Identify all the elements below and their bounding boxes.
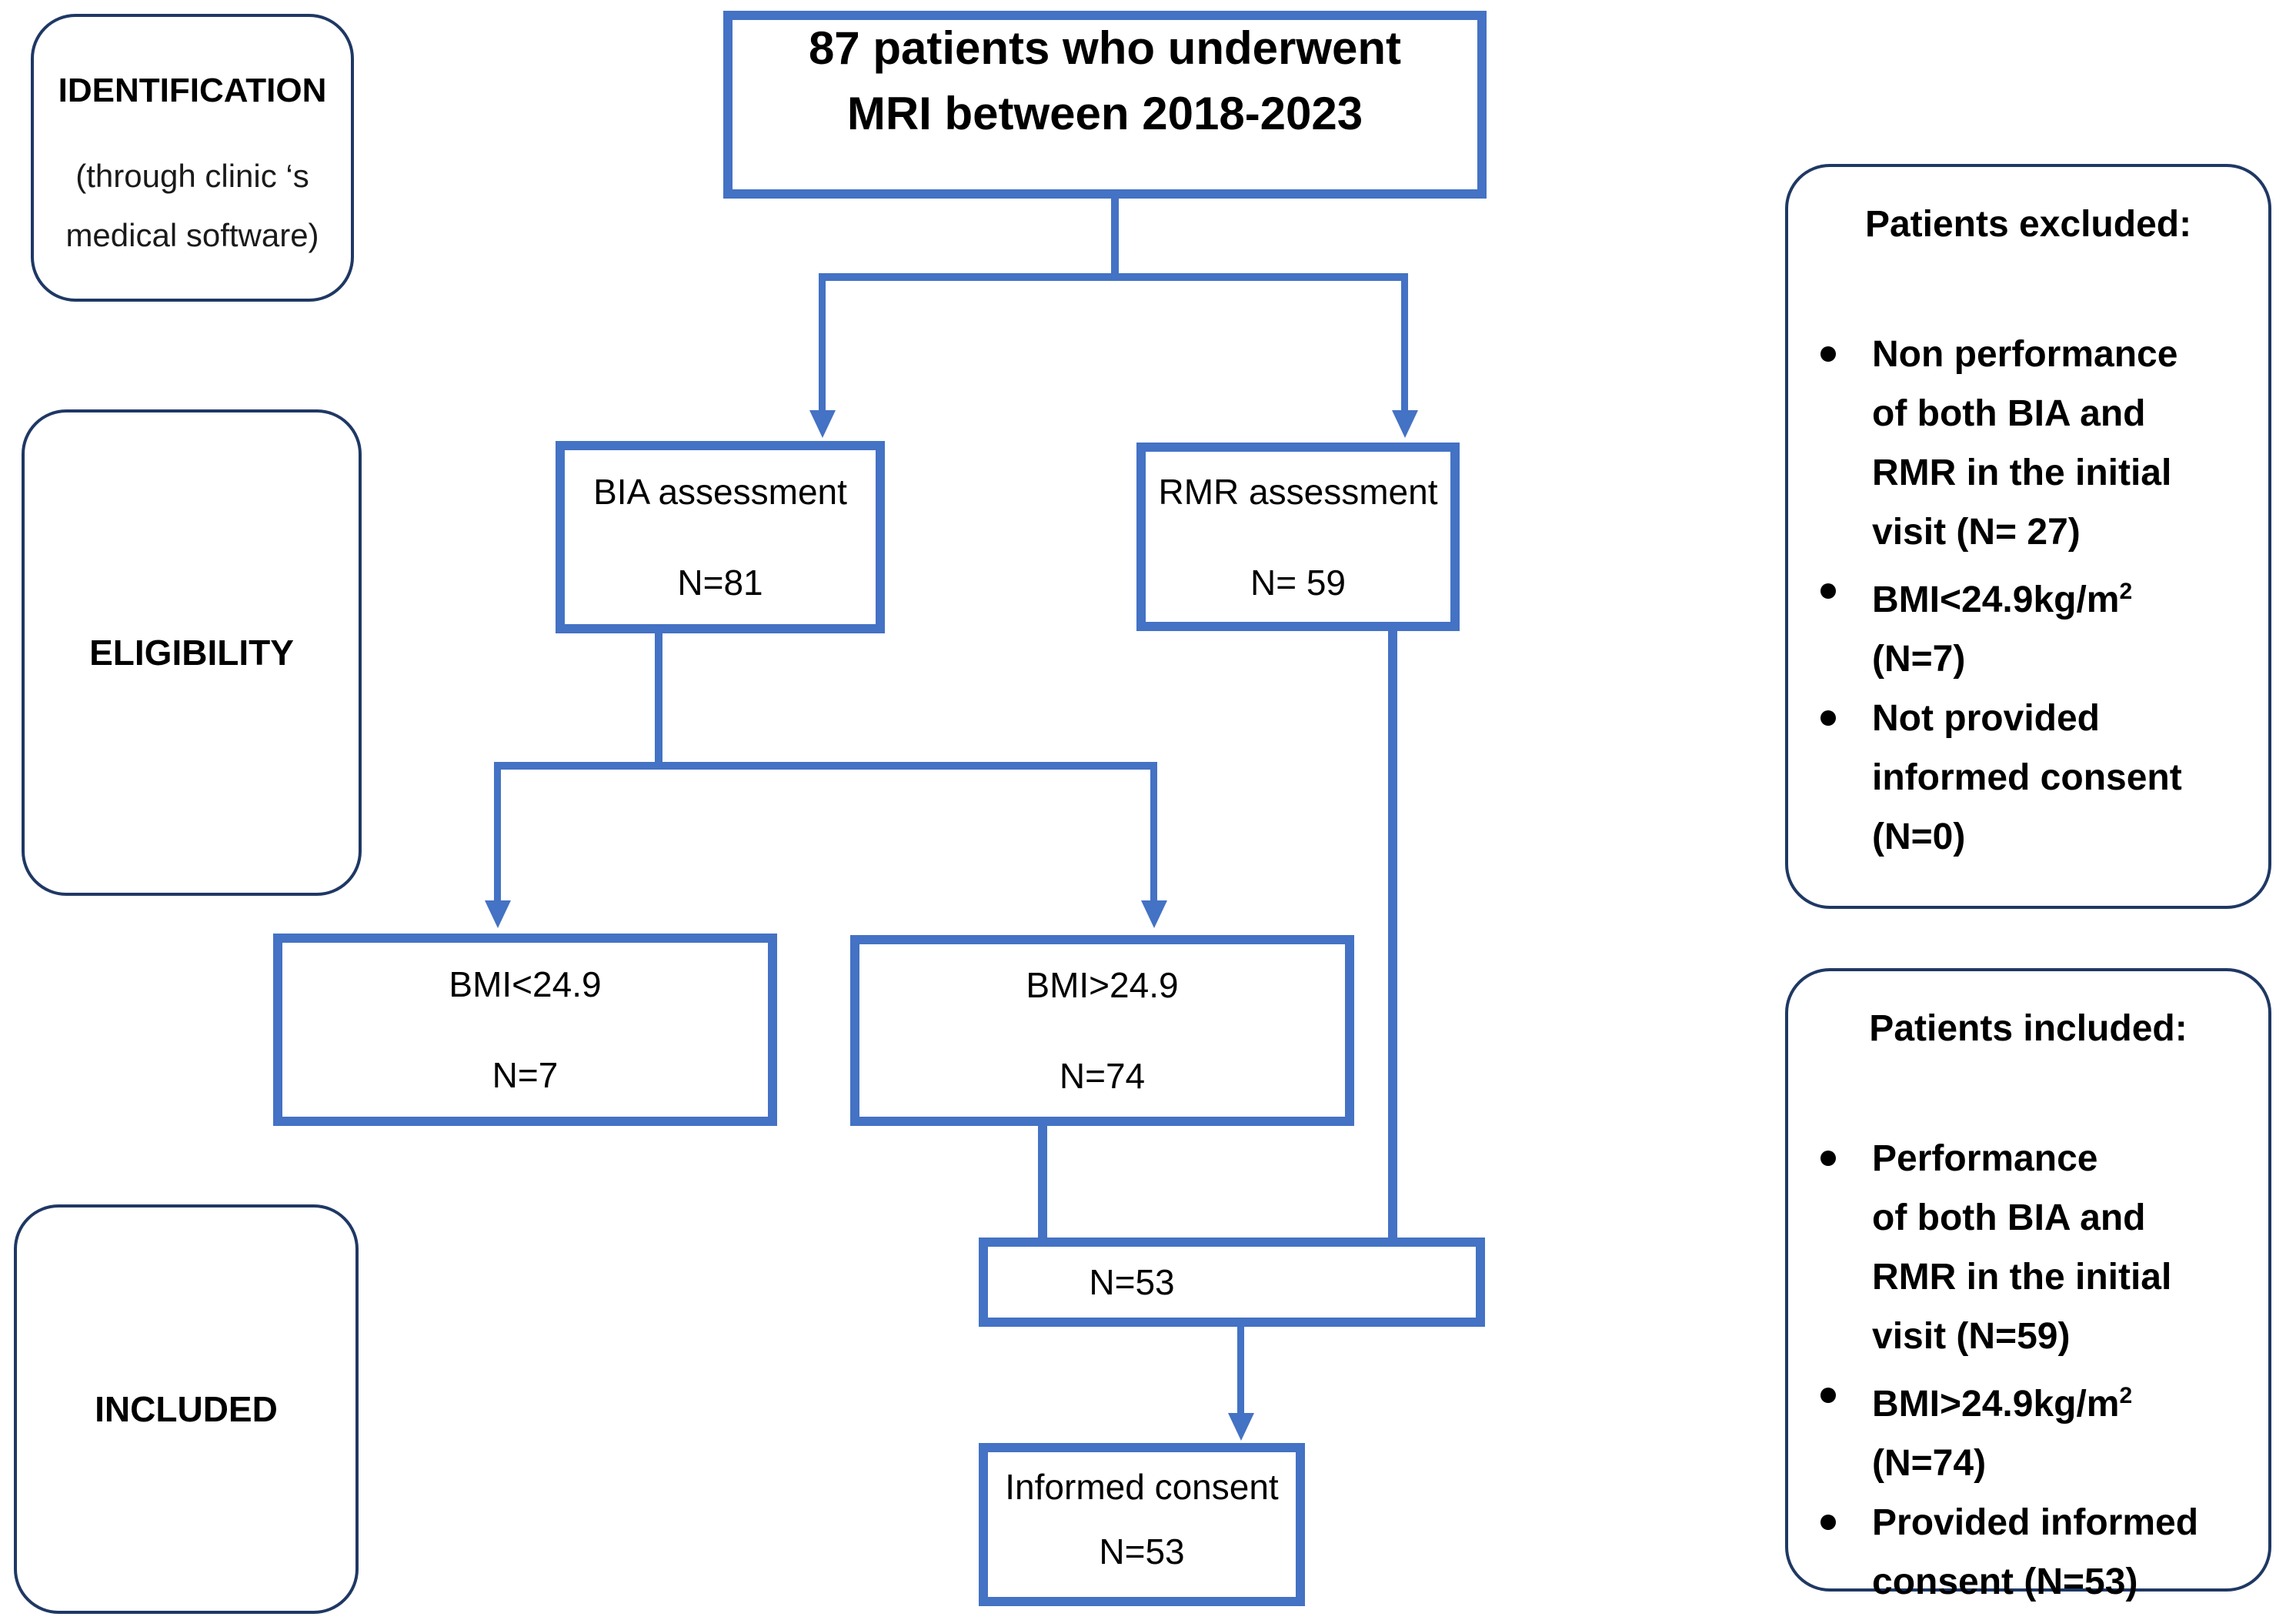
flow-box-merge-n53: N=53 (979, 1238, 1485, 1327)
rmr-box-line1: RMR assessment (1158, 471, 1438, 512)
bmi-high-count: N=74 (1059, 1056, 1146, 1096)
merge-box-count: N=53 (1089, 1262, 1175, 1302)
bullet-dot-icon (1820, 1151, 1836, 1166)
included-note-list: Performance of both BIA and RMR in the i… (1788, 1129, 2268, 1612)
stage-identification: IDENTIFICATION (through clinic ‘s medica… (31, 14, 354, 302)
arrow-into-bmi-high-icon (1141, 900, 1167, 928)
excluded-note-title: Patients excluded: (1864, 204, 2192, 245)
stage-included: INCLUDED (14, 1204, 359, 1614)
stage-eligibility: ELIGIBILITY (22, 409, 362, 896)
excluded-bullet-3-line3: (N=0) (1872, 817, 1966, 857)
connector-split-2 (494, 762, 1157, 770)
excluded-bullet-3: Not provided informed consent (N=0) (1820, 689, 2253, 867)
excluded-bullet-1-line3: RMR in the initial (1872, 453, 2172, 493)
excluded-bullet-1: Non performance of both BIA and RMR in t… (1820, 325, 2253, 562)
flow-box-informed-consent: Informed consent N=53 (979, 1443, 1305, 1606)
bia-box-line1: BIA assessment (593, 472, 847, 512)
arrow-into-bia-icon (809, 410, 836, 438)
included-note-title: Patients included: (1869, 1008, 2188, 1049)
stage-eligibility-title: ELIGIBILITY (89, 633, 294, 673)
arrow-into-consent-icon (1228, 1413, 1254, 1441)
connector-arrow-bmihigh-shaft (1150, 762, 1157, 902)
included-bullet-3-line2: consent (N=53) (1872, 1562, 2138, 1602)
connector-merge-to-consent-shaft (1237, 1324, 1244, 1415)
included-bullet-1-line2: of both BIA and (1872, 1197, 2146, 1238)
bullet-dot-icon (1820, 1515, 1836, 1530)
bmi-low-line1: BMI<24.9 (449, 964, 602, 1004)
arrow-into-rmr-icon (1392, 410, 1418, 438)
flow-box-bia-assessment: BIA assessment N=81 (556, 441, 885, 633)
excluded-bullet-1-line2: of both BIA and (1872, 393, 2146, 434)
included-bullet-1-line4: visit (N=59) (1872, 1316, 2071, 1357)
total-box-line1: 87 patients who underwent (808, 22, 1402, 74)
bia-box-count: N=81 (677, 563, 763, 603)
included-bullet-2-line1: BMI>24.9kg/m2 (1872, 1383, 2133, 1425)
connector-bia-stub (655, 630, 662, 768)
stage-identification-subtitle-line1: (through clinic ‘s (75, 158, 309, 194)
note-patients-excluded: Patients excluded: Non performance of bo… (1785, 164, 2271, 909)
bullet-dot-icon (1820, 710, 1836, 726)
superscript-2: 2 (2119, 579, 2133, 604)
connector-rmr-to-merge (1388, 628, 1397, 1241)
bullet-dot-icon (1820, 583, 1836, 599)
bmi-low-count: N=7 (492, 1055, 559, 1095)
bullet-dot-icon (1820, 1388, 1836, 1403)
included-bullet-1-line1: Performance (1872, 1138, 2098, 1179)
excluded-bullet-3-line1: Not provided (1872, 698, 2100, 739)
excluded-bullet-2-line1: BMI<24.9kg/m2 (1872, 579, 2133, 620)
connector-arrow-bia-shaft (819, 273, 826, 412)
excluded-bullet-2-line2: (N=7) (1872, 639, 1966, 680)
bullet-dot-icon (1820, 346, 1836, 362)
included-bullet-1-line3: RMR in the initial (1872, 1257, 2172, 1298)
consent-box-count: N=53 (1099, 1531, 1185, 1572)
excluded-bullet-3-line2: informed consent (1872, 757, 2182, 798)
connector-bmihigh-to-merge (1038, 1124, 1047, 1241)
arrow-into-bmi-low-icon (485, 900, 511, 928)
flow-box-rmr-assessment: RMR assessment N= 59 (1136, 443, 1460, 631)
excluded-bullet-2: BMI<24.9kg/m2 (N=7) (1820, 562, 2253, 689)
included-bullet-1: Performance of both BIA and RMR in the i… (1820, 1129, 2253, 1366)
connector-split-1 (819, 273, 1408, 281)
consent-box-line1: Informed consent (1005, 1466, 1279, 1507)
flow-box-bmi-high: BMI>24.9 N=74 (850, 935, 1354, 1126)
stage-included-title: INCLUDED (95, 1389, 278, 1429)
included-bullet-3: Provided informed consent (N=53) (1820, 1493, 2253, 1612)
flow-box-bmi-low: BMI<24.9 N=7 (273, 934, 777, 1126)
connector-total-stub (1111, 197, 1119, 279)
excluded-bullet-1-line4: visit (N= 27) (1872, 512, 2081, 553)
excluded-bullet-1-line1: Non performance (1872, 334, 2178, 375)
superscript-2: 2 (2119, 1383, 2133, 1408)
total-box-line2: MRI between 2018-2023 (846, 88, 1363, 139)
connector-arrow-rmr-shaft (1401, 273, 1408, 412)
excluded-note-list: Non performance of both BIA and RMR in t… (1788, 325, 2268, 867)
stage-identification-title: IDENTIFICATION (58, 72, 327, 109)
included-bullet-2-line2: (N=74) (1872, 1443, 1987, 1484)
flow-box-total-patients: 87 patients who underwent MRI between 20… (723, 11, 1487, 199)
note-patients-included: Patients included: Performance of both B… (1785, 968, 2271, 1602)
stage-identification-subtitle-line2: medical software) (65, 217, 319, 253)
included-bullet-2: BMI>24.9kg/m2 (N=74) (1820, 1366, 2253, 1493)
connector-arrow-bmilow-shaft (494, 762, 501, 902)
rmr-box-count: N= 59 (1250, 562, 1347, 603)
included-bullet-3-line1: Provided informed (1872, 1502, 2199, 1543)
bmi-high-line1: BMI>24.9 (1026, 965, 1179, 1005)
